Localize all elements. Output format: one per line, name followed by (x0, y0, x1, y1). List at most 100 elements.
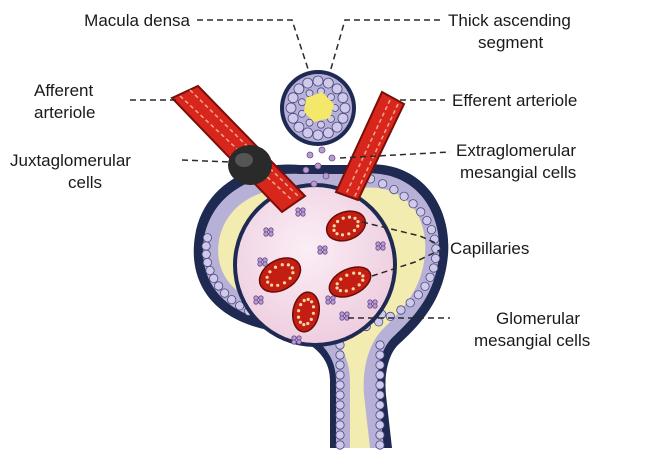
tubule-cell (323, 78, 333, 88)
rbc-dot (353, 229, 356, 232)
rbc-dot (302, 323, 305, 326)
epithelial-cell (379, 180, 387, 188)
mesangial-cell (381, 246, 385, 250)
epithelial-cell (336, 411, 344, 419)
rbc-dot (312, 305, 315, 308)
extraglomerular-cell (311, 181, 317, 187)
tubule-cell (332, 84, 342, 94)
mesangial-cell (264, 232, 268, 236)
extraglomerular-cell (307, 152, 313, 158)
label-extraglomerular-line1: Extraglomerular (456, 141, 576, 160)
rbc-dot (303, 299, 306, 302)
epithelial-cell (202, 242, 210, 250)
rbc-dot (306, 322, 309, 325)
tubule-cell (288, 113, 298, 123)
label-extraglomerular-line2: mesangial cells (460, 163, 576, 182)
rbc-dot (341, 233, 344, 236)
label-afferent-arteriole: Afferent arteriole (34, 81, 98, 122)
label-juxtaglomerular-line2: cells (68, 173, 102, 192)
leader-thick-ascending (330, 20, 440, 72)
tubule-cell (294, 122, 304, 132)
epithelial-cell (336, 371, 344, 379)
epithelial-cell (214, 282, 222, 290)
rbc-dot (310, 300, 313, 303)
tubule-cell (306, 90, 313, 97)
rbc-dot (276, 284, 279, 287)
mesangial-cell (263, 262, 267, 266)
tubule-cell (332, 122, 342, 132)
rbc-dot (361, 274, 364, 277)
epithelial-cell (202, 250, 210, 258)
rbc-dot (347, 232, 350, 235)
rbc-dot (353, 217, 356, 220)
rbc-dot (356, 220, 359, 223)
mesangial-cell (318, 250, 322, 254)
epithelial-cell (336, 361, 344, 369)
rbc-dot (352, 272, 355, 275)
mesangial-cell (326, 300, 330, 304)
epithelial-cell (400, 192, 408, 200)
epithelial-cell (427, 226, 435, 234)
epithelial-cell (220, 289, 228, 297)
mesangial-cell (297, 340, 301, 344)
rbc-dot (310, 318, 313, 321)
epithelial-cell (417, 208, 425, 216)
epithelial-cell (336, 421, 344, 429)
epithelial-cell (376, 341, 384, 349)
rbc-dot (345, 274, 348, 277)
rbc-dot (299, 303, 302, 306)
mesangial-cell (368, 304, 372, 308)
rbc-dot (345, 289, 348, 292)
epithelial-cell (203, 234, 211, 242)
mesangial-cell (376, 246, 380, 250)
mesangial-cell (296, 212, 300, 216)
rbc-dot (339, 278, 342, 281)
rbc-dot (336, 286, 339, 289)
rbc-dot (307, 298, 310, 301)
epithelial-cell (376, 351, 384, 359)
epithelial-cell (426, 273, 434, 281)
mesangial-cell (269, 232, 273, 236)
rbc-dot (336, 282, 339, 285)
rbc-dot (348, 216, 351, 219)
epithelial-cell (336, 391, 344, 399)
tubule-cell (318, 121, 325, 128)
rbc-dot (339, 289, 342, 292)
label-extraglomerular-mesangial: Extraglomerular mesangial cells (456, 141, 581, 182)
label-thick-ascending: Thick ascending segment (448, 11, 576, 52)
mesangial-cell (301, 212, 305, 216)
rbc-dot (266, 281, 269, 284)
label-thick-ascending-line1: Thick ascending (448, 11, 571, 30)
rbc-dot (281, 263, 284, 266)
mesangial-cell (331, 300, 335, 304)
label-glomerular-mesangial: Glomerular mesangial cells (474, 309, 590, 350)
label-juxtaglomerular-line1: Juxtaglomerular (10, 151, 131, 170)
tubule-cell (306, 119, 313, 126)
mesangial-cell (259, 300, 263, 304)
extraglomerular-cell (319, 147, 325, 153)
tubule-cell (303, 128, 313, 138)
mesangial-cell (373, 304, 377, 308)
rbc-dot (361, 279, 364, 282)
epithelial-cell (406, 299, 414, 307)
tubule-cell (286, 103, 296, 113)
epithelial-cell (386, 312, 394, 320)
rbc-dot (270, 284, 273, 287)
epithelial-cell (376, 411, 384, 419)
epithelial-cell (376, 441, 384, 449)
label-capillaries: Capillaries (450, 239, 529, 258)
epithelial-cell (430, 264, 438, 272)
rbc-dot (333, 224, 336, 227)
rbc-dot (268, 270, 271, 273)
label-juxtaglomerular-cells: Juxtaglomerular cells (10, 151, 136, 192)
rbc-dot (342, 217, 345, 220)
rbc-dot (335, 232, 338, 235)
rbc-dot (336, 220, 339, 223)
epithelial-cell (414, 291, 422, 299)
epithelial-cell (376, 421, 384, 429)
tubule-cell (338, 113, 348, 123)
rbc-dot (291, 271, 294, 274)
mesangial-cell (340, 316, 344, 320)
rbc-dot (312, 312, 315, 315)
